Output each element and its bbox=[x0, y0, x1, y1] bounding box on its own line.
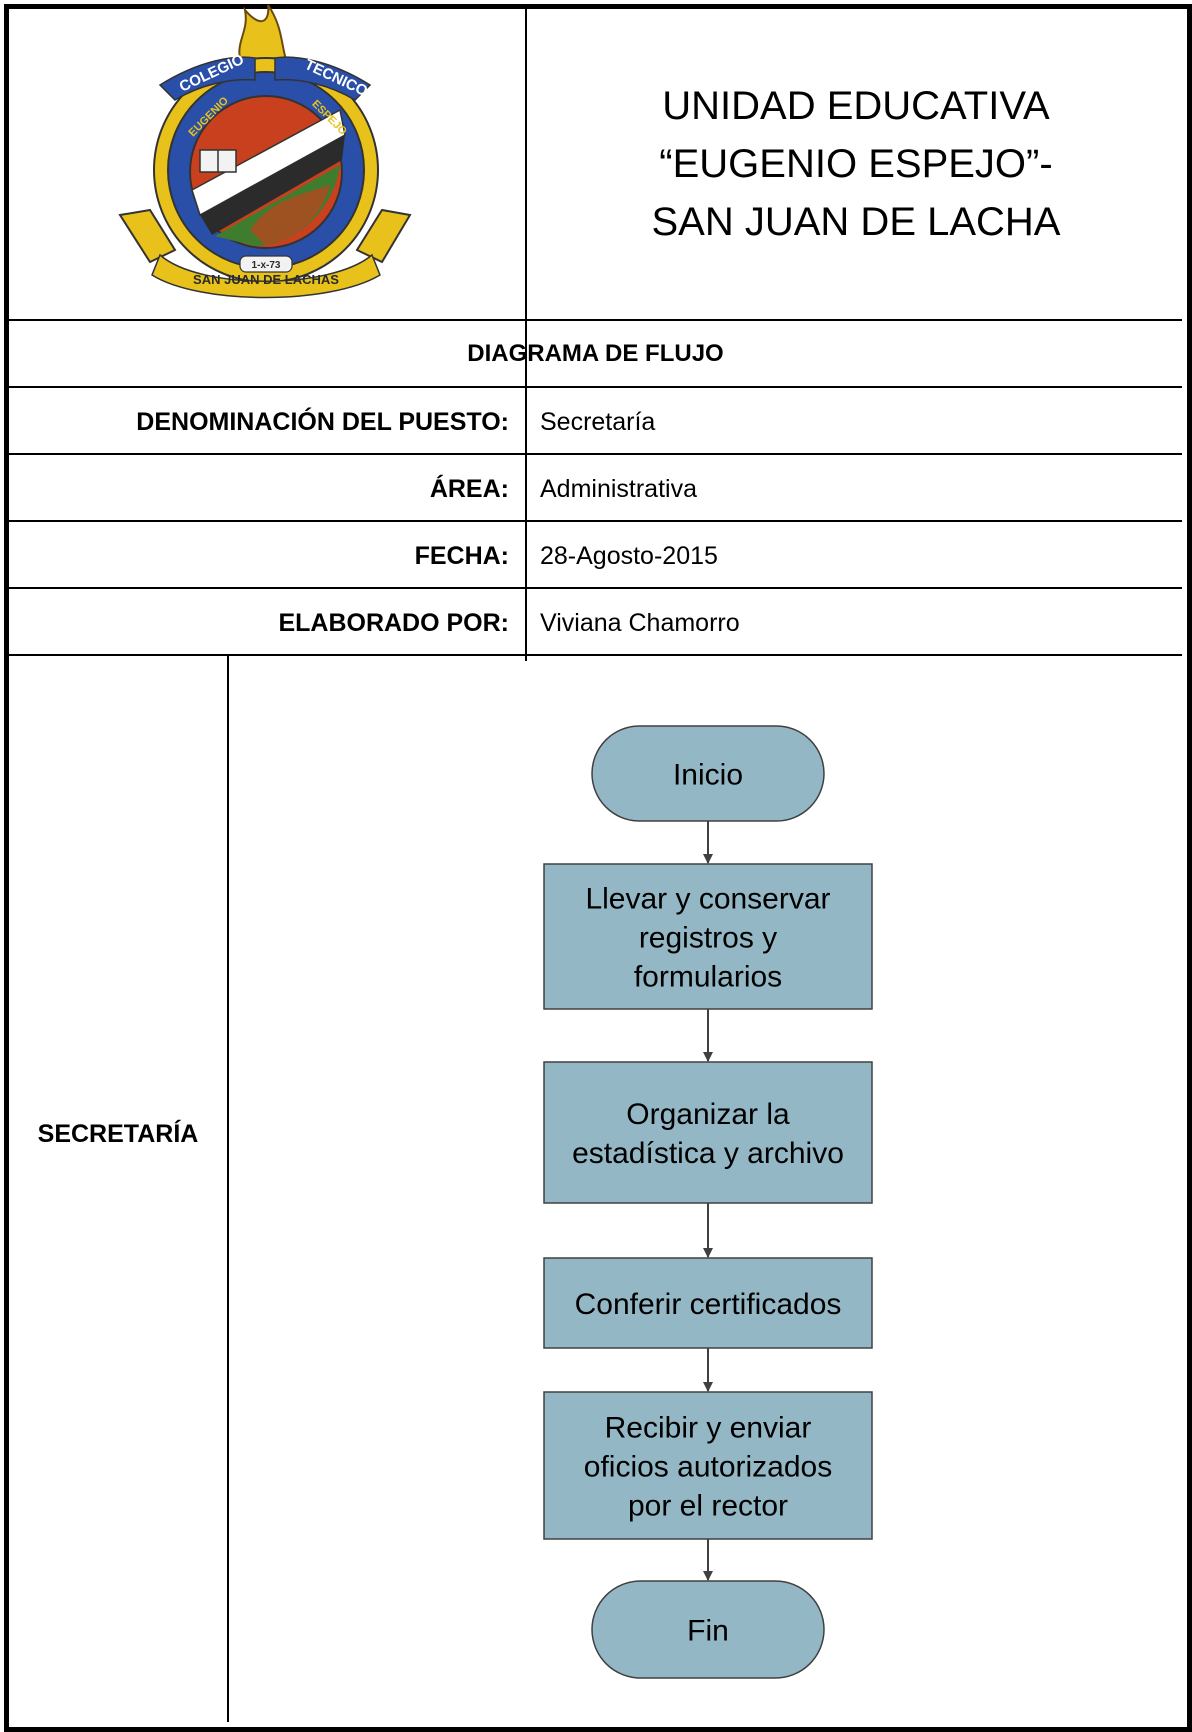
section-title: DIAGRAMA DE FLUJO bbox=[467, 340, 724, 367]
end-node bbox=[591, 1580, 825, 1679]
step-1-node-label: registros y bbox=[639, 922, 777, 955]
step-1-node-label: formularios bbox=[634, 961, 782, 994]
lane-divider bbox=[227, 654, 229, 1722]
puesto-value: Secretaría bbox=[540, 408, 656, 436]
row-line-2 bbox=[9, 386, 1182, 388]
step-4-node-label: por el rector bbox=[628, 1490, 788, 1523]
step-2-node bbox=[543, 1061, 873, 1204]
elaborado-value: Viviana Chamorro bbox=[540, 609, 740, 637]
step-1-node bbox=[543, 863, 873, 1010]
puesto-label: DENOMINACIÓN DEL PUESTO: bbox=[136, 408, 509, 436]
step-4-node-label: oficios autorizados bbox=[584, 1451, 832, 1484]
school-title-line-2: “EUGENIO ESPEJO”- bbox=[659, 142, 1053, 186]
flame-icon bbox=[238, 4, 292, 71]
elaborado-label: ELABORADO POR: bbox=[278, 609, 509, 637]
fecha-value: 28-Agosto-2015 bbox=[540, 542, 718, 570]
area-label: ÁREA: bbox=[429, 475, 509, 503]
area-value: Administrativa bbox=[540, 475, 697, 503]
step-3-node bbox=[543, 1257, 873, 1349]
step-3-node-label: Conferir certificados bbox=[575, 1288, 842, 1321]
step-4-node-label: Recibir y enviar bbox=[605, 1412, 812, 1445]
row-line-5 bbox=[9, 587, 1182, 589]
step-2-node-label: Organizar la bbox=[626, 1098, 790, 1131]
row-line-4 bbox=[9, 520, 1182, 522]
row-line-6 bbox=[9, 654, 1182, 656]
school-title: UNIDAD EDUCATIVA “EUGENIO ESPEJO”- SAN J… bbox=[530, 9, 1182, 319]
school-logo: COLEGIO TECNICO EUGENIO ESPEJO SAN JUAN … bbox=[118, 4, 412, 299]
start-node-label: Inicio bbox=[673, 759, 743, 792]
school-title-line-3: SAN JUAN DE LACHA bbox=[651, 200, 1061, 244]
logo-text-bottom: SAN JUAN DE LACHAS bbox=[193, 272, 339, 287]
header-divider bbox=[525, 9, 527, 661]
fecha-label: FECHA: bbox=[414, 542, 509, 570]
step-1-node-label: Llevar y conservar bbox=[585, 883, 830, 916]
logo-date: 1-x-73 bbox=[252, 260, 281, 271]
step-2-node-label: estadística y archivo bbox=[572, 1137, 844, 1170]
end-node-label: Fin bbox=[687, 1615, 729, 1648]
row-line-1 bbox=[9, 319, 1182, 321]
lane-label: SECRETARÍA bbox=[37, 1120, 199, 1148]
school-title-line-1: UNIDAD EDUCATIVA bbox=[662, 84, 1050, 128]
row-line-3 bbox=[9, 453, 1182, 455]
step-4-node bbox=[543, 1391, 873, 1540]
